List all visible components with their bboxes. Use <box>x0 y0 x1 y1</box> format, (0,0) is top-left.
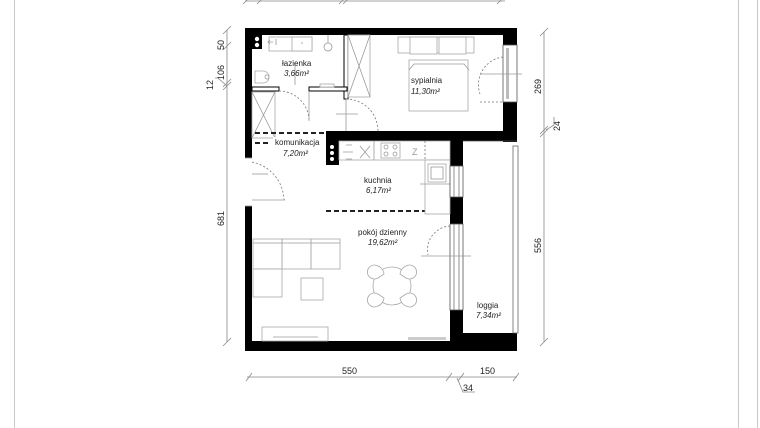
beam-lines <box>255 132 450 212</box>
bed <box>397 36 475 112</box>
coffee-table <box>300 277 324 301</box>
svg-text:24: 24 <box>552 121 562 131</box>
bathroom-door <box>278 90 310 122</box>
bathroom-shaft <box>252 35 262 49</box>
fridge-label: Z <box>412 147 418 157</box>
svg-text:681: 681 <box>216 211 226 226</box>
svg-text:269: 269 <box>533 79 543 94</box>
svg-text:3,66m²: 3,66m² <box>284 69 309 78</box>
svg-text:12: 12 <box>205 80 215 90</box>
bedroom-window <box>478 44 522 103</box>
kitchen-window <box>449 165 464 198</box>
bedroom-door <box>345 98 379 132</box>
svg-text:sypialnia: sypialnia <box>411 76 443 85</box>
svg-text:106: 106 <box>216 65 226 80</box>
kitchen-counter: Z <box>338 140 458 215</box>
living-room-balcony-door <box>421 223 471 311</box>
svg-text:550: 550 <box>342 366 357 376</box>
svg-text:150: 150 <box>480 366 495 376</box>
sofa <box>252 238 341 298</box>
bathroom-fixtures <box>254 35 335 88</box>
washing-machine-connection-icon <box>267 39 277 45</box>
doors <box>245 90 379 207</box>
toilet-icon <box>254 70 270 84</box>
loggia-railing <box>463 140 519 334</box>
shower-drain-icon <box>323 42 333 52</box>
top-dimension-line <box>242 0 505 5</box>
bottom-dimensions: 550 34 150 <box>245 366 520 393</box>
dining-table <box>366 264 418 308</box>
entry-door <box>251 161 285 201</box>
svg-text:6,17m²: 6,17m² <box>366 186 391 195</box>
svg-text:łazienka: łazienka <box>282 59 312 68</box>
sink-icon <box>427 163 447 183</box>
page-border-left <box>14 0 15 428</box>
svg-text:50: 50 <box>216 40 226 50</box>
svg-text:19,62m²: 19,62m² <box>368 238 398 247</box>
svg-text:7,34m²: 7,34m² <box>476 311 501 320</box>
wardrobes <box>251 34 371 139</box>
tv-cabinet <box>261 326 329 342</box>
room-label-loggia: loggia 7,34m² <box>476 301 501 320</box>
svg-text:komunikacja: komunikacja <box>275 138 320 147</box>
svg-text:11,30m²: 11,30m² <box>411 87 440 96</box>
svg-text:loggia: loggia <box>477 301 499 310</box>
room-label-pokoj-dzienny: pokój dzienny 19,62m² <box>358 228 407 247</box>
kitchen-shaft <box>330 145 334 161</box>
radiator <box>408 337 446 340</box>
cooktop-icon <box>380 142 401 159</box>
svg-text:556: 556 <box>533 238 543 253</box>
page-border-right <box>738 0 739 428</box>
room-label-komunikacja: komunikacja 7,20m² <box>273 137 321 158</box>
room-label-lazienka: łazienka 3,66m² <box>282 59 312 78</box>
left-dimensions: 50 106 12 681 <box>205 25 232 347</box>
svg-text:kuchnia: kuchnia <box>364 176 392 185</box>
svg-text:7,20m²: 7,20m² <box>283 149 308 158</box>
walls <box>245 28 517 351</box>
room-label-sypialnia: sypialnia 11,30m² <box>411 76 443 96</box>
right-dimensions: 269 24 556 <box>533 27 562 347</box>
room-label-kuchnia: kuchnia 6,17m² <box>364 176 392 195</box>
svg-text:pokój dzienny: pokój dzienny <box>358 228 407 237</box>
page-border-right-outer <box>757 0 758 428</box>
svg-text:34: 34 <box>463 383 473 393</box>
